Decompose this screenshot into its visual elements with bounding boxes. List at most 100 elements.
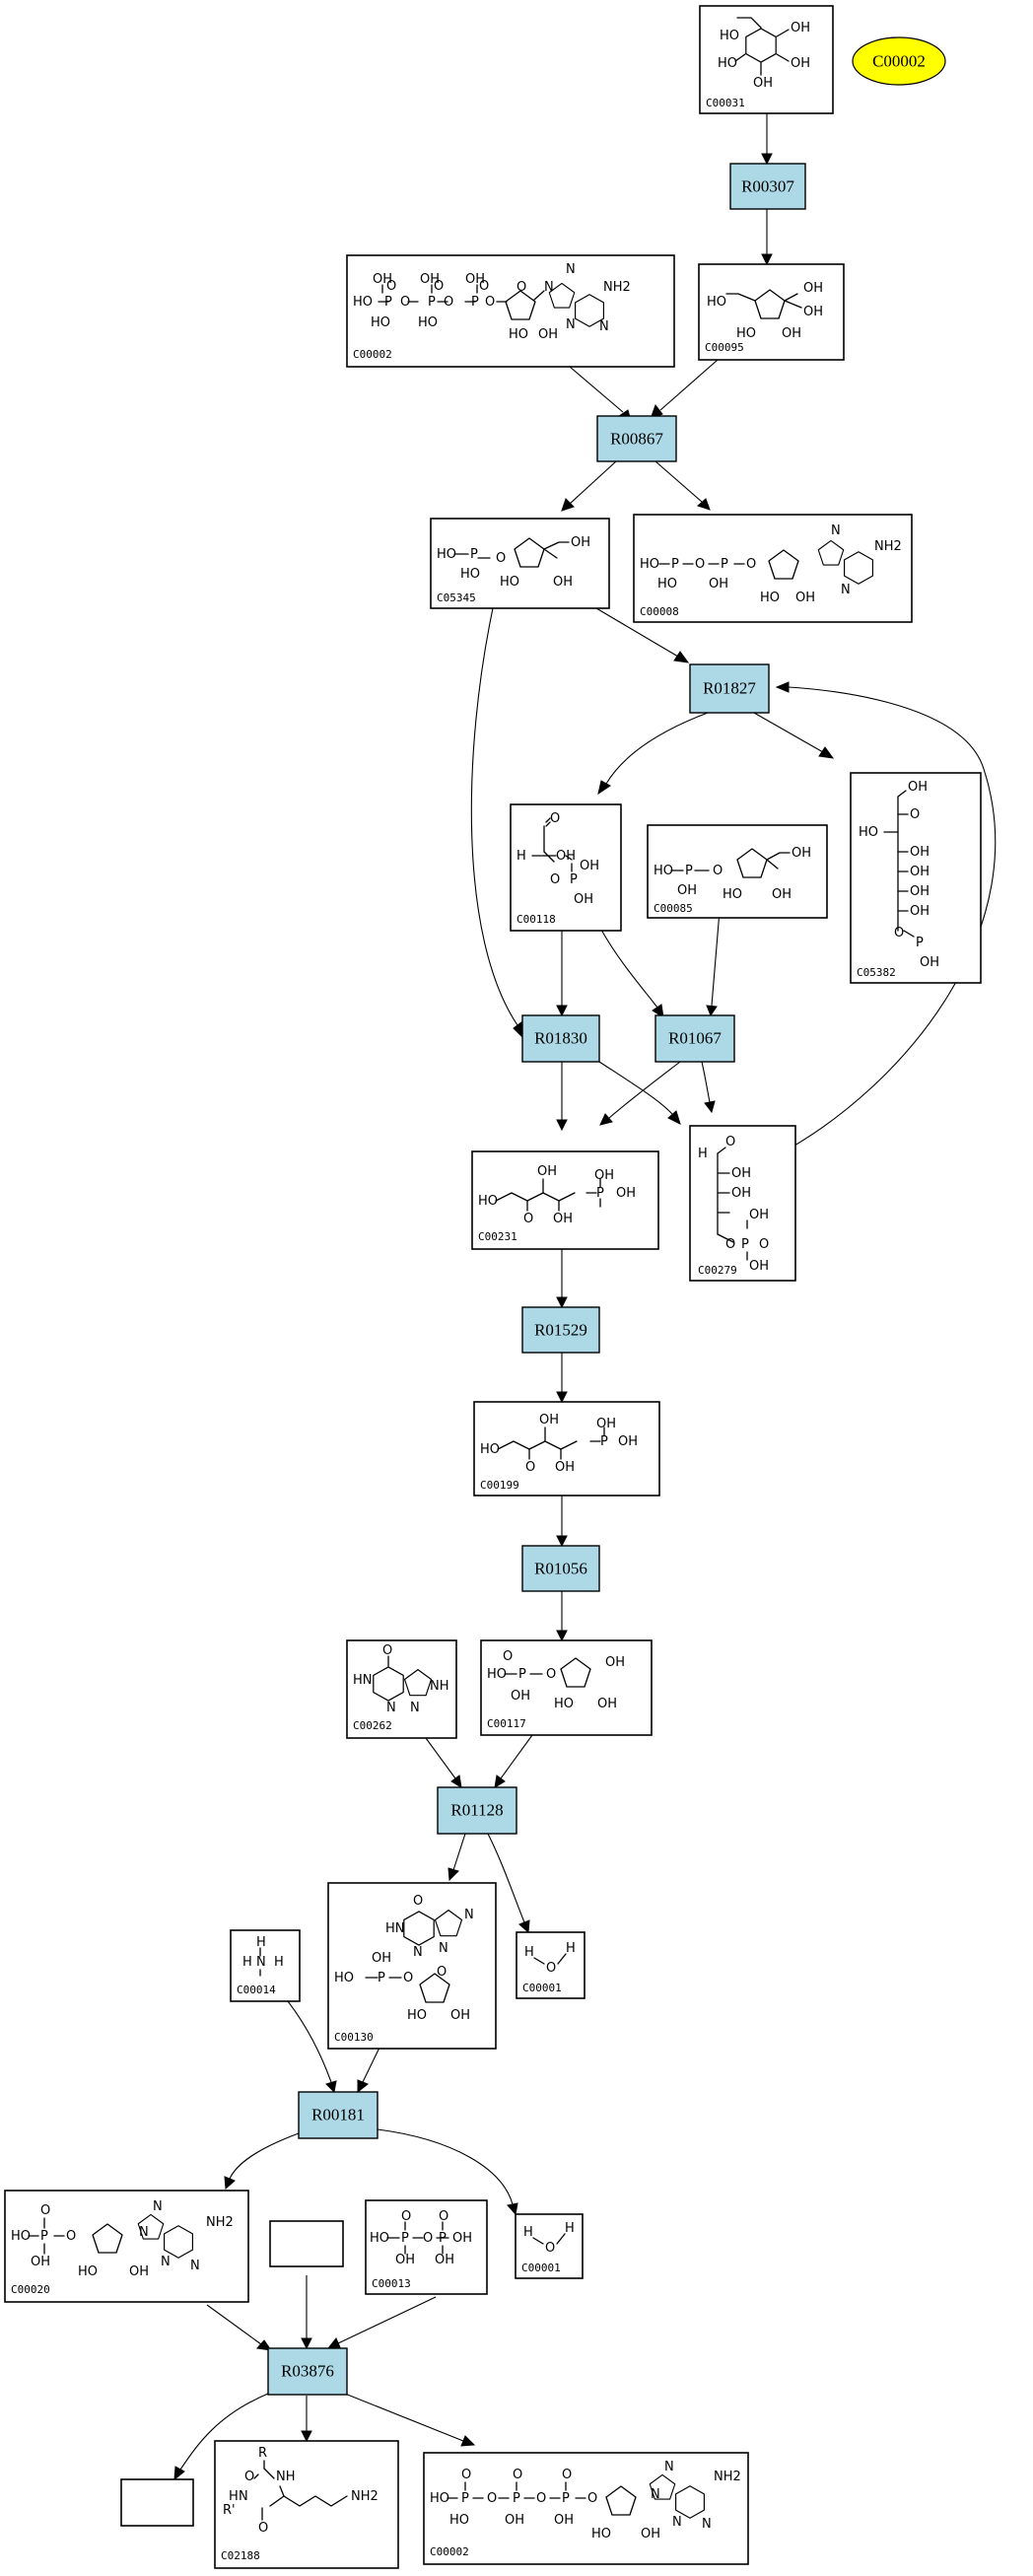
compound-c05382[interactable]: OH O HO OH OH OH OH O P OH C05382 — [850, 772, 982, 984]
reaction-r01128[interactable]: R01128 — [437, 1786, 517, 1835]
compound-c00020[interactable]: O HO P O OH N N NH2 N N HO OH C00020 — [4, 2190, 249, 2303]
compound-id: C00002 — [353, 348, 392, 361]
reaction-r01827[interactable]: R01827 — [689, 663, 770, 714]
atom: O — [258, 2521, 268, 2536]
compound-id: C00262 — [353, 1719, 392, 1732]
highlight-oval[interactable]: C00002 — [852, 36, 946, 86]
atom: N — [664, 2460, 674, 2474]
atom: N — [153, 2199, 163, 2214]
edge-r01128-c00130 — [448, 1833, 466, 1882]
edge-r01128-c00001 — [487, 1833, 530, 1934]
compound-c00031[interactable]: HO OH HO OH OH C00031 — [699, 5, 834, 114]
reaction-label: R00181 — [311, 2106, 365, 2124]
compound-c00001-a[interactable]: H O H C00001 — [516, 1931, 585, 1999]
atom: O — [400, 295, 410, 310]
atom: P — [916, 936, 924, 950]
atom: OH — [555, 1460, 575, 1475]
atom: OH — [465, 272, 485, 287]
reaction-r00867[interactable]: R00867 — [596, 415, 677, 462]
compound-c00117[interactable]: O HO P O OH OH HO OH C00117 — [480, 1639, 653, 1736]
reaction-r00307[interactable]: R00307 — [729, 163, 806, 210]
atom: H — [524, 1945, 534, 1960]
compound-c00002-top[interactable]: OH OH OH O O O P P P HO HO HO O O O O N … — [346, 254, 675, 368]
compound-c00262[interactable]: O HN N N NH C00262 — [346, 1639, 457, 1739]
reaction-label: R00307 — [741, 177, 794, 196]
atom: O — [40, 2203, 50, 2218]
atom: O — [413, 1894, 423, 1909]
atom: OH — [129, 2264, 149, 2279]
atom: OH — [749, 1208, 769, 1222]
atom: O — [386, 279, 396, 294]
atom: N — [831, 523, 841, 538]
atom: HO — [723, 887, 742, 902]
compound-c05345[interactable]: HO P O HO OH HO OH C05345 — [430, 518, 610, 609]
atom: P — [40, 2229, 48, 2244]
atom: HO — [437, 547, 456, 562]
compound-id: C05382 — [857, 966, 896, 979]
structure-drawing — [386, 2221, 449, 2255]
atom: OH — [435, 2253, 454, 2267]
atom: O — [725, 1237, 735, 1252]
structure-drawing — [734, 17, 790, 76]
edge-r03876-c02188 — [301, 2396, 312, 2443]
atom: O — [403, 1971, 413, 1985]
atom: P — [671, 557, 679, 572]
compound-c00002-bottom[interactable]: O O O HO P O P O P O HO OH OH N NH2 N N … — [423, 2452, 749, 2565]
atom: N — [413, 1945, 423, 1960]
edge-c00020-r03876 — [206, 2304, 273, 2351]
compound-c00014[interactable]: H N H H C00014 — [230, 1929, 301, 2002]
structure-drawing — [717, 1147, 748, 1261]
reaction-r01067[interactable]: R01067 — [654, 1014, 735, 1063]
structure-drawing — [447, 2473, 705, 2519]
compound-c00008[interactable]: HO P O P O HO OH N N NH2 HO OH C00008 — [633, 514, 913, 623]
compound-c00118[interactable]: O H OH O P OH OH C00118 — [510, 803, 622, 932]
atom: P — [439, 2231, 447, 2246]
compound-id: C00001 — [521, 2262, 561, 2274]
compound-id: C00085 — [654, 902, 693, 915]
atom: P — [401, 2231, 409, 2246]
atom: O — [382, 1643, 392, 1658]
atom: HO — [449, 2513, 469, 2528]
atom: HO — [500, 575, 519, 590]
compound-c00130[interactable]: O N HN N N OH HO P O O HO OH C00130 — [327, 1882, 497, 2050]
atom: HO — [353, 295, 373, 310]
compound-c00001-b[interactable]: H O H C00001 — [515, 2213, 584, 2279]
blank-compound-box[interactable] — [269, 2220, 344, 2267]
atom: HO — [736, 326, 756, 341]
reaction-r01830[interactable]: R01830 — [521, 1014, 600, 1063]
compound-c00095[interactable]: HO OH OH HO OH C00095 — [698, 263, 845, 361]
atom: O — [550, 811, 560, 826]
atom: O — [523, 1212, 533, 1226]
reaction-r03876[interactable]: R03876 — [267, 2347, 348, 2396]
structure-drawing — [658, 539, 873, 585]
compound-id: C00008 — [640, 605, 679, 618]
edge-r00181-c00020 — [224, 2132, 300, 2191]
atom: P — [384, 295, 392, 310]
atom: H — [523, 2225, 533, 2240]
compound-c00279[interactable]: O H OH OH OH OH O P O C00279 — [689, 1125, 796, 1282]
atom: OH — [641, 2527, 660, 2541]
atom: P — [471, 295, 479, 310]
atom: OH — [580, 859, 599, 873]
edge-c00095-r00867 — [650, 359, 719, 420]
edge-r01827-c05382 — [753, 712, 835, 759]
atom: NH2 — [206, 2215, 234, 2230]
atom: OH — [537, 1164, 557, 1179]
compound-c00231[interactable]: OH HO O OH P OH OH C00231 — [471, 1150, 659, 1250]
compound-c00085[interactable]: HO P O OH OH HO OH C00085 — [647, 824, 828, 919]
edge-r00867-c05345 — [561, 460, 617, 512]
reaction-r00181[interactable]: R00181 — [298, 2091, 379, 2139]
atom: N — [439, 1941, 448, 1956]
atom: OH — [395, 2253, 415, 2267]
reaction-r01056[interactable]: R01056 — [521, 1545, 600, 1592]
reaction-r01529[interactable]: R01529 — [521, 1306, 600, 1354]
compound-c00199[interactable]: OH HO O OH OH P OH C00199 — [473, 1401, 660, 1497]
compound-id: C00199 — [480, 1479, 519, 1492]
blank-compound-box[interactable] — [120, 2478, 194, 2527]
atom: N — [410, 1701, 420, 1715]
atom: N — [239, 2489, 248, 2504]
edge-r01067-c00279 — [701, 1061, 716, 1114]
atom: OH — [571, 535, 590, 550]
compound-c02188[interactable]: R O NH H N R' O NH2 C02188 — [214, 2440, 399, 2569]
compound-c00013[interactable]: O O HO P O P OH OH OH C00013 — [365, 2199, 488, 2295]
